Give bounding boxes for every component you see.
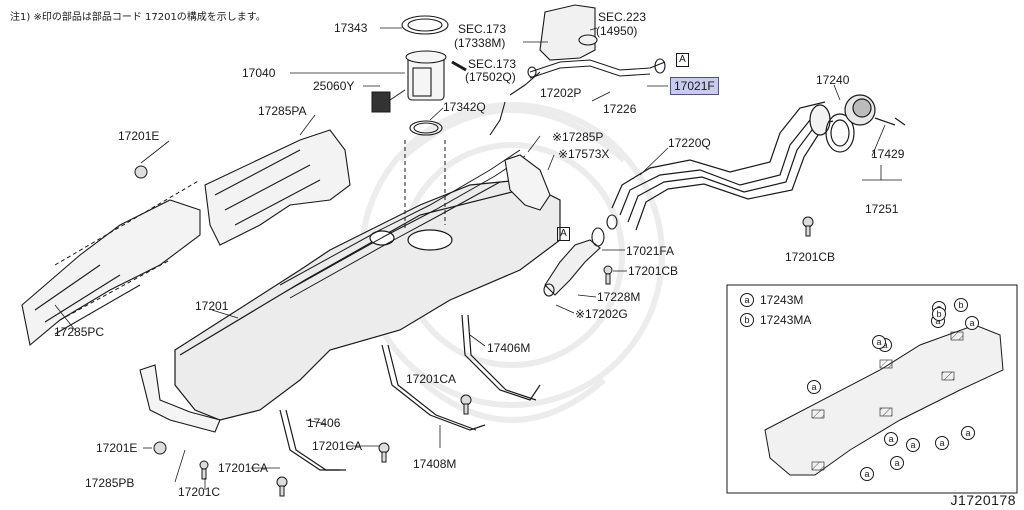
fuel-pump-unit (401, 15, 449, 136)
heat-shield-17285pc (21, 199, 201, 347)
leader-dash (54, 179, 201, 321)
inset-callout-a: a (935, 436, 949, 450)
inset-callout-a: a (872, 335, 886, 349)
legend-mark-a: a (740, 293, 754, 307)
part-label-17021fa: 17021FA (626, 244, 675, 258)
tank-straps (279, 314, 541, 471)
inset-callout-a: a (890, 456, 904, 470)
inset-callout-a: a (906, 438, 920, 452)
part-label-sec173-b: SEC.173 (468, 57, 517, 71)
legend-row-a: a 17243M (740, 293, 803, 307)
part-label-17202p: 17202P (540, 86, 582, 100)
part-label-17201ca-c: 17201CA (218, 461, 269, 475)
part-label-17201cb-b: 17201CB (628, 264, 679, 278)
evap-canister (539, 4, 598, 61)
inset-callout-a: a (807, 380, 821, 394)
tank-fuel-lines (279, 149, 526, 299)
inset-tank (764, 324, 1004, 476)
level-sender-25060y (371, 89, 406, 113)
part-label-17201e-bottom: 17201E (96, 441, 138, 455)
bolts (134, 165, 814, 497)
watermark-emblem (359, 102, 665, 423)
arrow-sec173 (451, 60, 467, 72)
legend-code-a: 17243M (760, 293, 804, 307)
inset-callout-a: a (860, 467, 874, 481)
part-label-17240: 17240 (816, 73, 850, 87)
part-label-17201ca-a: 17201CA (406, 372, 457, 386)
part-label-17408m: 17408M (413, 457, 457, 471)
legend-row-b: b 17243MA (740, 313, 811, 327)
reference-box-a-2: A (557, 227, 570, 241)
part-label-17226: 17226 (603, 102, 637, 116)
part-label-17201c: 17201C (178, 485, 221, 499)
part-label-17201ca-b: 17201CA (312, 439, 363, 453)
fuel-cap-17251 (844, 94, 906, 126)
filler-hose-17228m (544, 239, 601, 296)
part-label-17201: 17201 (195, 299, 229, 313)
diagram-id: J1720178 (950, 492, 1016, 508)
part-label-17285pc: 17285PC (54, 325, 105, 339)
legend-mark-b: b (740, 313, 754, 327)
clamps (527, 58, 666, 297)
rear-bracket-17285pb (139, 364, 221, 433)
inset-callout-a: a (961, 426, 975, 440)
part-label-17342q: 17342Q (443, 100, 486, 114)
reference-box-a: A (676, 53, 689, 67)
diagram-note: 注1) ※印の部品は部品コード 17201の構成を示します。 (10, 12, 266, 23)
part-label-17343: 17343 (334, 21, 368, 35)
part-label-17201cb-a: 17201CB (785, 250, 836, 264)
inset-pads (811, 331, 964, 471)
part-label-17285pb: 17285PB (85, 476, 135, 490)
part-label-17406m: 17406M (487, 341, 531, 355)
part-label-17573x: ※17573X (558, 147, 610, 161)
part-label-sec223-sub: (14950) (596, 24, 638, 38)
part-label-sec173-a-sub: (17338M) (454, 36, 506, 50)
inset-callout-a: a (884, 432, 898, 446)
part-label-17285pa: 17285PA (258, 104, 307, 118)
part-label-25060y: 25060Y (313, 79, 355, 93)
part-label-sec173-b-sub: (17502Q) (465, 70, 516, 84)
inset-callout-a: a (965, 316, 979, 330)
part-label-17202g: ※17202G (575, 307, 628, 321)
inset-callout-b: b (954, 298, 968, 312)
part-label-17285p: ※17285P (552, 130, 604, 144)
filler-tube-17220q (611, 101, 834, 231)
part-label-17251: 17251 (865, 202, 899, 216)
filler-neck (809, 104, 855, 153)
part-label-17406: 17406 (307, 416, 341, 430)
part-label-sec173-a: SEC.173 (458, 22, 507, 36)
leader-lines (54, 27, 902, 490)
part-label-17228m: 17228M (597, 290, 641, 304)
heat-shield-17285pa (204, 129, 351, 246)
vent-hoses (489, 59, 666, 136)
legend-code-b: 17243MA (760, 313, 812, 327)
inset-callout-b: b (932, 307, 946, 321)
bracket-17285p (504, 154, 551, 211)
part-label-17201e-top: 17201E (118, 129, 160, 143)
part-label-17021f-highlighted[interactable]: 17021F (670, 77, 719, 95)
part-label-sec223: SEC.223 (598, 10, 647, 24)
part-label-17429: 17429 (871, 147, 905, 161)
part-label-17220q: 17220Q (668, 136, 711, 150)
part-label-17040: 17040 (242, 66, 276, 80)
